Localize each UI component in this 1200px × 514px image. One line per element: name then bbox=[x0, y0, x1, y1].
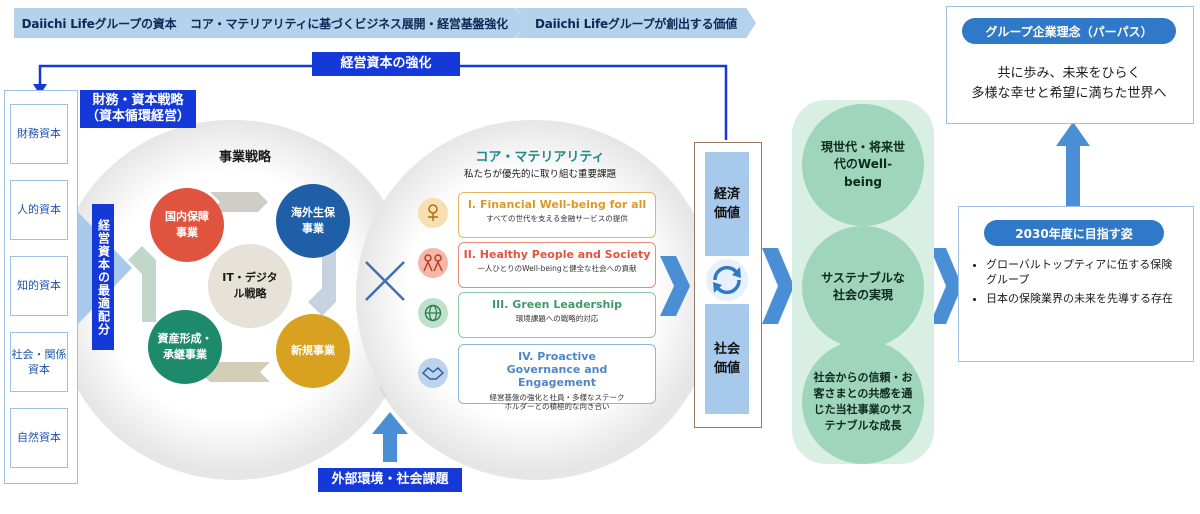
materiality-item-4: IV. Proactive Governance and Engagement … bbox=[458, 344, 656, 411]
external-environment-label: 外部環境・社会課題 bbox=[318, 468, 462, 492]
purpose-title: グループ企業理念（パーパス） bbox=[962, 18, 1176, 44]
finance-strategy-label: 財務・資本戦略 （資本循環経営） bbox=[80, 90, 196, 128]
arrow-materiality-to-value bbox=[660, 256, 690, 316]
segment-new: 新規事業 bbox=[276, 314, 350, 388]
vision-2030-title: 2030年度に目指す姿 bbox=[984, 220, 1164, 246]
arrow-vision-to-purpose bbox=[1056, 122, 1090, 146]
social-value: 社会価値 bbox=[705, 304, 749, 414]
optimal-allocation-label: 経営資本の最適配分 bbox=[92, 204, 114, 350]
feedback-arrow-head bbox=[33, 84, 47, 95]
purpose-line-2: 多様な幸せと希望に満ちた世界へ bbox=[971, 86, 1167, 101]
capital-intellectual: 知的資本 bbox=[10, 256, 68, 316]
cross-icon bbox=[365, 261, 405, 301]
segment-asset: 資産形成・承継事業 bbox=[148, 310, 222, 384]
outcome-sustainable-society: サステナブルな社会の実現 bbox=[802, 226, 924, 348]
handshake-icon bbox=[418, 358, 448, 388]
segment-domestic: 国内保障事業 bbox=[150, 188, 224, 262]
header-step-value: Daiichi Lifeグループが創出する価値 bbox=[516, 8, 756, 38]
arrow-outcomes-to-vision bbox=[930, 248, 962, 324]
outcome-sustainable-growth: 社会からの信頼・お客さまとの共感を通じた当社事業のサステナブルな成長 bbox=[802, 340, 924, 464]
vision-bullet: グローバルトップティアに伍する保険グループ bbox=[986, 258, 1182, 288]
family-icon bbox=[418, 248, 448, 278]
header-step-business-label: コア・マテリアリティに基づくビジネス展開・経営基盤強化 bbox=[190, 16, 508, 31]
capital-human: 人的資本 bbox=[10, 180, 68, 240]
it-digital-center: IT・デジタル戦略 bbox=[208, 244, 292, 328]
person-heart-icon bbox=[418, 198, 448, 228]
header-step-value-label: Daiichi Lifeグループが創出する価値 bbox=[534, 16, 738, 31]
vision-2030-list: グローバルトップティアに伍する保険グループ 日本の保険業界の未来を先導する存在 bbox=[966, 258, 1182, 307]
cycle-arrows-icon bbox=[705, 258, 749, 302]
purpose-line-1: 共に歩み、未来をひらく bbox=[997, 66, 1141, 81]
cycle-chevrons bbox=[128, 192, 336, 382]
header-step-business: コア・マテリアリティに基づくビジネス展開・経営基盤強化 bbox=[172, 8, 526, 38]
arrow-value-to-outcomes bbox=[762, 248, 794, 324]
globe-leaf-icon bbox=[418, 298, 448, 328]
business-strategy-title: 事業戦略 bbox=[218, 150, 271, 165]
header-step-capital-label: Daiichi Lifeグループの資本 bbox=[21, 16, 177, 31]
capital-social: 社会・関係資本 bbox=[10, 332, 68, 392]
materiality-item-1: I. Financial Well-being for all すべての世代を支… bbox=[458, 192, 656, 238]
capital-natural: 自然資本 bbox=[10, 408, 68, 468]
materiality-item-2: II. Healthy People and Society 一人ひとりのWel… bbox=[458, 242, 656, 288]
segment-overseas: 海外生保事業 bbox=[276, 184, 350, 258]
capital-strengthening-label: 経営資本の強化 bbox=[312, 52, 460, 76]
outcome-wellbeing: 現世代・将来世代のWell-being bbox=[802, 104, 924, 226]
vision-bullet: 日本の保険業界の未来を先導する存在 bbox=[986, 292, 1182, 307]
economic-value: 経済価値 bbox=[705, 152, 749, 256]
materiality-title: コア・マテリアリティ bbox=[475, 150, 605, 165]
capital-financial: 財務資本 bbox=[10, 104, 68, 164]
header-step-capital: Daiichi Lifeグループの資本 bbox=[14, 8, 184, 38]
materiality-subtitle: 私たちが優先的に取り組む重要課題 bbox=[463, 169, 616, 180]
arrow-external-up bbox=[383, 432, 397, 462]
materiality-item-3: III. Green Leadership 環境課題への戦略的対応 bbox=[458, 292, 656, 338]
